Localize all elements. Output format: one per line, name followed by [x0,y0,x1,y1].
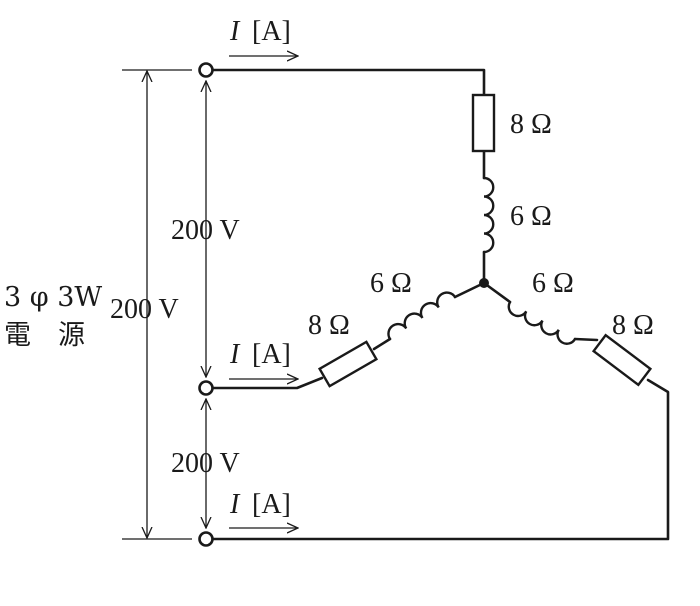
voltage-label-ab: 200 V [171,215,240,246]
phase-a-reactance-label: 6 Ω [510,201,552,232]
current-unit-a: [A] [252,16,291,47]
current-label-c: I [A] [229,489,291,520]
phase-c-reactance-label: 6 Ω [532,268,574,299]
voltage-label-ac: 200 V [110,294,179,325]
phase-a-inductor [482,176,495,254]
phase-b-link [372,337,392,351]
line-b-wire [211,376,324,390]
current-symbol-b: I [229,339,241,370]
current-symbol-c: I [229,489,241,520]
phase-b-resistance-label: 8 Ω [308,310,350,341]
phase-a-resistance-label: 8 Ω [510,109,552,140]
phase-b-inductor [387,291,457,341]
phase-c-inductor [507,300,577,345]
line-c-wire [211,378,670,541]
source-type-label: 3 φ 3W [4,282,102,313]
phase-a-resistor [471,93,496,153]
neutral-node [479,278,489,288]
wiring [211,68,670,541]
current-label-b: I [A] [229,339,291,370]
phase-c-link [573,337,599,342]
phase-b-resistor [317,340,379,388]
voltage-label-bc: 200 V [171,448,240,479]
phase-c-from-neutral [482,281,512,304]
source-label: 電 源 [4,320,85,351]
terminal-a [198,62,214,78]
phase-c-resistor [591,333,653,387]
phase-b-to-neutral [453,281,486,299]
current-unit-c: [A] [252,489,291,520]
phase-c-resistance-label: 8 Ω [612,310,654,341]
line-a-wire [211,68,486,97]
terminal-b [198,380,214,396]
current-label-a: I [A] [229,16,291,47]
current-symbol-a: I [229,16,241,47]
current-unit-b: [A] [252,339,291,370]
terminal-c [198,531,214,547]
phase-b-reactance-label: 6 Ω [370,268,412,299]
